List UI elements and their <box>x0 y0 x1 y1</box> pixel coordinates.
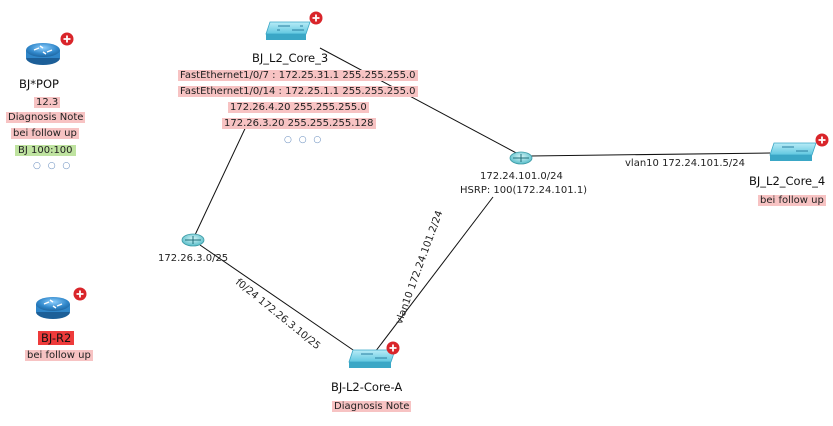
node-name-core-3[interactable]: BJ_L2_Core_3 <box>252 51 329 65</box>
links <box>194 47 771 353</box>
node-note: bei follow up <box>11 128 79 139</box>
node-note: Diagnosis Note <box>6 112 86 123</box>
router-icon-bj-r2[interactable] <box>36 287 87 320</box>
switch-icon-core-3[interactable] <box>265 11 323 41</box>
link-corea-hsrp[interactable] <box>374 196 494 353</box>
node-name-bj-r2[interactable]: BJ-R2 <box>38 331 75 345</box>
alert-badge-icon <box>386 341 400 355</box>
interface-label: 172.26.4.20 255.255.255.0 <box>228 102 369 113</box>
switch-icon-core-a[interactable] <box>348 341 400 369</box>
link-net3-corea[interactable] <box>199 244 357 353</box>
alert-badge-icon <box>73 287 87 301</box>
network-segment-icon-hsrp[interactable] <box>509 151 533 165</box>
node-name-core-a[interactable]: BJ-L2-Core-A <box>331 380 403 394</box>
node-name-bj-pop[interactable]: BJ*POP <box>19 77 59 91</box>
router-icon-bj-pop[interactable] <box>26 32 74 66</box>
hsrp-label: HSRP: 100(172.24.101.1) <box>460 185 588 196</box>
node-tag: BJ 100:100 <box>15 145 76 157</box>
interface-label: 172.26.3.20 255.255.255.128 <box>222 118 376 129</box>
link-hsrp-core4[interactable] <box>529 152 771 157</box>
network-label-hsrp: 172.24.101.0/24 <box>480 171 563 182</box>
link-label-core-4: vlan10 172.24.101.5/24 <box>625 158 745 169</box>
switch-icon-core-4[interactable] <box>769 133 829 162</box>
more-dots-icon[interactable]: ○ ○ ○ <box>33 161 73 171</box>
alert-badge-icon <box>309 11 323 25</box>
node-note: bei follow up <box>758 195 826 206</box>
node-name-core-4[interactable]: BJ_L2_Core_4 <box>749 174 826 188</box>
interface-label: FastEthernet1/0/14 : 172.25.1.1 255.255.… <box>178 86 418 97</box>
node-note: Diagnosis Note <box>332 401 412 412</box>
link-core3-net3[interactable] <box>194 117 251 236</box>
network-segment-icon-net3[interactable] <box>181 233 205 247</box>
node-note: bei follow up <box>25 350 93 361</box>
more-dots-icon[interactable]: ○ ○ ○ <box>284 135 324 145</box>
node-note: 12.3 <box>34 97 61 108</box>
alert-badge-icon <box>815 133 829 147</box>
interface-label: FastEthernet1/0/7 : 172.25.31.1 255.255.… <box>178 70 418 81</box>
alert-badge-icon <box>60 32 74 46</box>
network-label-net3: 172.26.3.0/25 <box>158 253 229 264</box>
link-core3-hsrp[interactable] <box>319 47 521 156</box>
